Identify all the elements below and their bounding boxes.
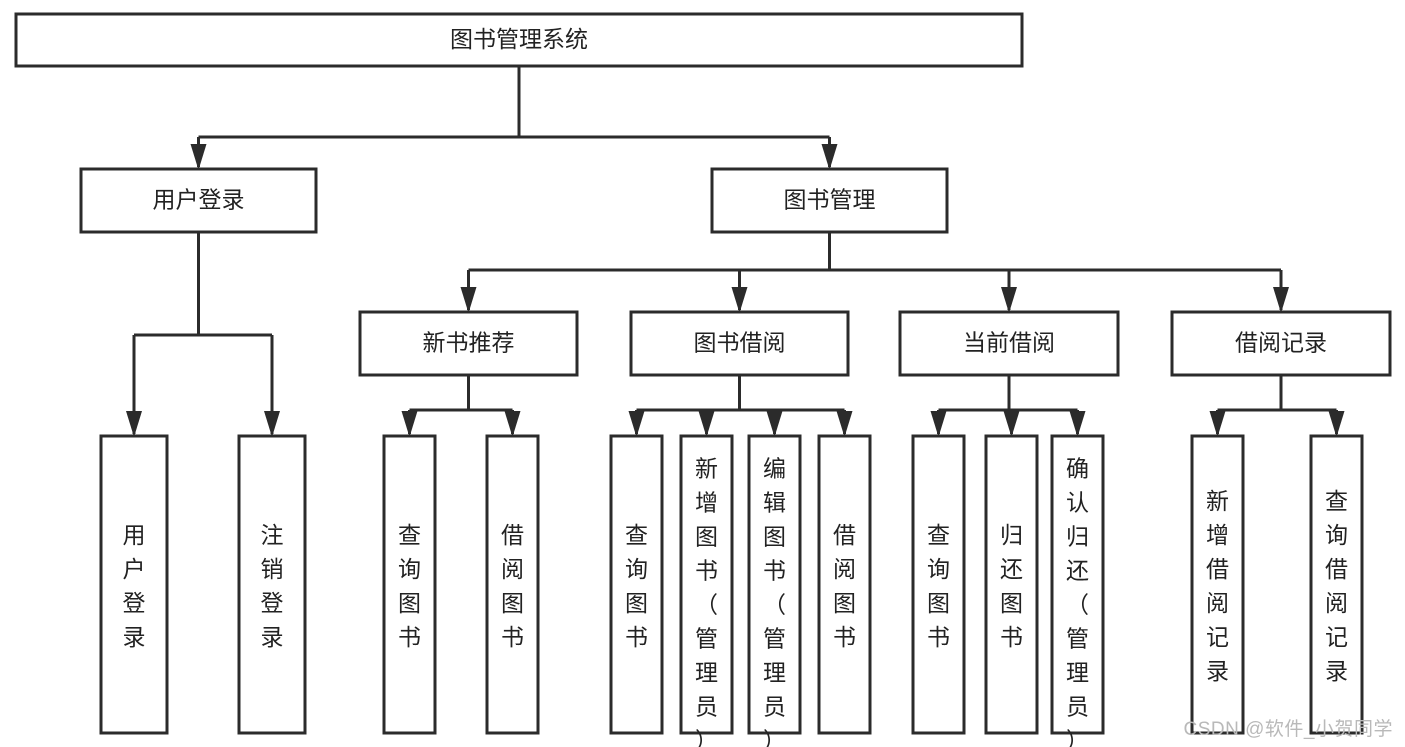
node-book-manage-label: 图书管理 xyxy=(784,187,876,213)
node-leaf-edit-book-label: 编辑图书（管理员） xyxy=(763,456,786,747)
arrow-head-icon xyxy=(930,411,947,437)
arrow-head-icon xyxy=(1001,287,1017,313)
node-leaf-confirm-return-label: 确认归还（管理员） xyxy=(1066,456,1089,747)
arrow-head-icon xyxy=(264,411,280,437)
node-leaf-add-record-label: 新增借阅记录 xyxy=(1206,488,1229,684)
arrow-head-icon xyxy=(1209,411,1226,437)
node-leaf-edit-book-box[interactable] xyxy=(747,434,802,735)
node-new-book-rec-box[interactable] xyxy=(358,310,579,377)
node-root-label: 图书管理系统 xyxy=(450,26,588,52)
node-user-login-box[interactable] xyxy=(79,167,318,234)
arrow-head-icon xyxy=(821,144,838,170)
node-leaf-borrow-book-1-label: 借阅图书 xyxy=(501,522,524,650)
node-book-manage-box[interactable] xyxy=(710,167,949,234)
arrow-head-icon xyxy=(126,411,142,437)
arrow-head-icon xyxy=(401,411,418,437)
arrow-head-icon xyxy=(1069,411,1086,437)
node-user-login-label: 用户登录 xyxy=(153,187,245,213)
node-leaf-confirm-return-box[interactable] xyxy=(1050,434,1105,735)
arrow-head-icon xyxy=(628,411,645,437)
node-leaf-query-book-2-box[interactable] xyxy=(609,434,664,735)
node-leaf-query-book-2-label: 查询图书 xyxy=(625,522,648,650)
arrow-head-icon xyxy=(698,411,715,437)
node-book-borrow-label: 图书借阅 xyxy=(694,330,786,356)
arrow-head-icon xyxy=(766,411,783,437)
arrow-head-icon xyxy=(1273,287,1289,313)
node-new-book-rec-label: 新书推荐 xyxy=(423,330,515,356)
arrow-head-icon xyxy=(1328,411,1345,437)
node-leaf-borrow-book-1-box[interactable] xyxy=(485,434,540,735)
node-borrow-record-box[interactable] xyxy=(1170,310,1392,377)
arrow-head-icon xyxy=(731,287,748,313)
node-book-borrow-box[interactable] xyxy=(629,310,850,377)
arrow-head-icon xyxy=(460,287,477,313)
arrow-head-icon xyxy=(1003,411,1020,437)
node-leaf-query-book-1-box[interactable] xyxy=(382,434,437,735)
node-leaf-query-book-1-label: 查询图书 xyxy=(398,522,421,650)
node-root-box[interactable] xyxy=(14,12,1024,68)
node-leaf-return-book-box[interactable] xyxy=(984,434,1039,735)
node-leaf-query-record-box[interactable] xyxy=(1309,434,1364,735)
node-leaf-query-book-3-label: 查询图书 xyxy=(927,522,950,650)
node-leaf-add-record-box[interactable] xyxy=(1190,434,1245,735)
node-leaf-user-login-box[interactable] xyxy=(99,434,169,735)
node-leaf-return-book-label: 归还图书 xyxy=(1000,522,1023,650)
node-leaf-logout-label: 注销登录 xyxy=(261,522,284,650)
node-leaf-add-book-label: 新增图书（管理员） xyxy=(695,456,718,747)
watermark-text: CSDN @软件_小贺同学 xyxy=(1183,719,1393,740)
node-leaf-user-login-label: 用户登录 xyxy=(123,522,146,650)
node-borrow-record-label: 借阅记录 xyxy=(1235,330,1327,356)
node-leaf-logout-box[interactable] xyxy=(237,434,307,735)
node-current-borrow-label: 当前借阅 xyxy=(963,330,1055,356)
node-leaf-borrow-book-2-label: 借阅图书 xyxy=(833,522,856,650)
node-leaf-query-book-3-box[interactable] xyxy=(911,434,966,735)
node-current-borrow-box[interactable] xyxy=(898,310,1120,377)
node-leaf-add-book-box[interactable] xyxy=(679,434,734,735)
arrow-head-icon xyxy=(836,411,853,437)
arrow-head-icon xyxy=(504,411,521,437)
node-leaf-borrow-book-2-box[interactable] xyxy=(817,434,872,735)
arrow-head-icon xyxy=(190,144,207,170)
node-leaf-query-record-label: 查询借阅记录 xyxy=(1325,488,1348,684)
